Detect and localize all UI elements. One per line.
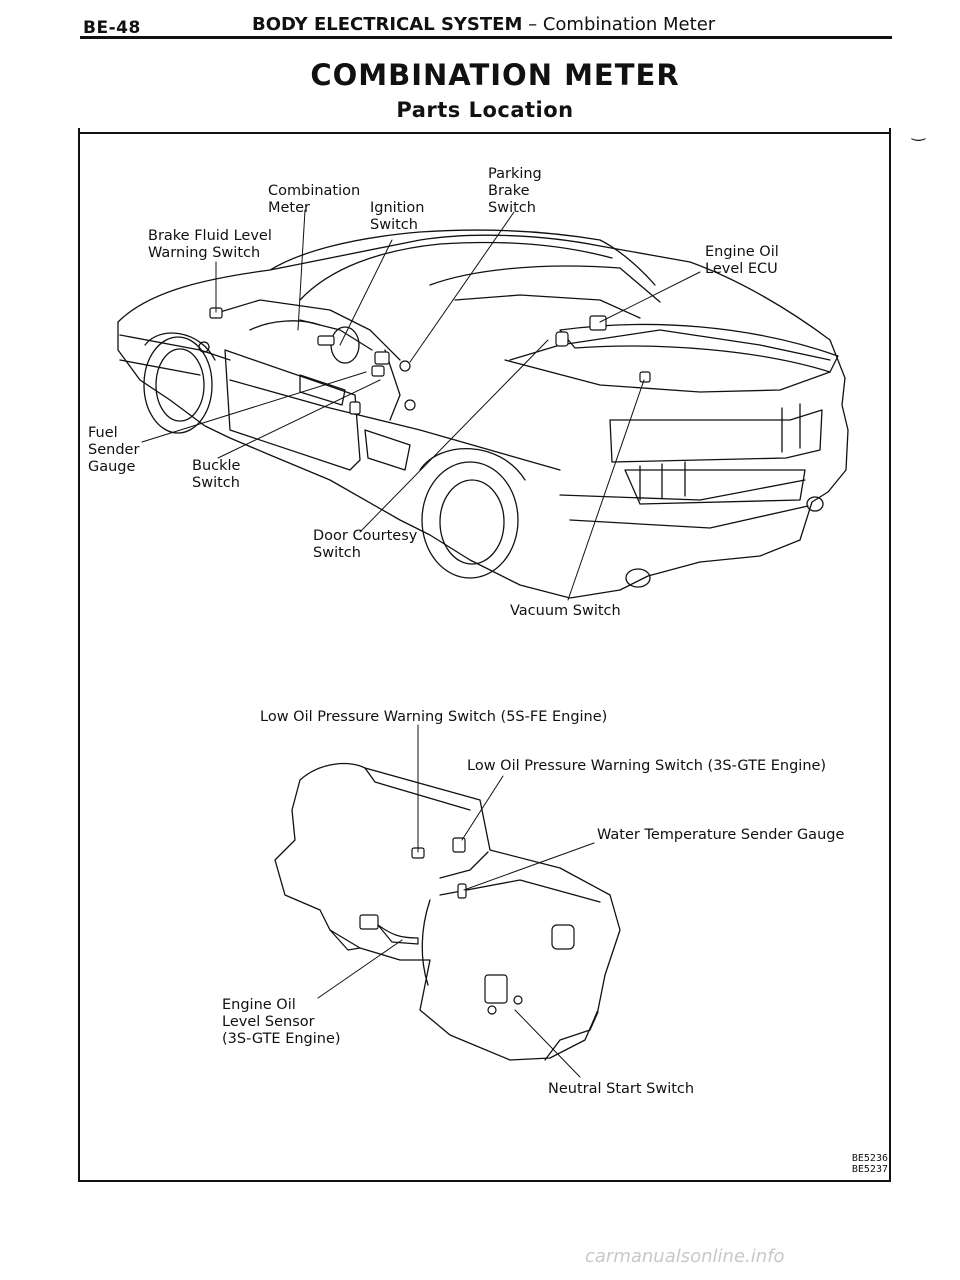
label-door-courtesy-switch: Door Courtesy Switch bbox=[313, 528, 418, 561]
car-components bbox=[209, 307, 651, 415]
header-separator: – bbox=[522, 14, 543, 35]
label-ignition-switch: Ignition Switch bbox=[370, 200, 425, 233]
engine-illustration bbox=[274, 762, 621, 1061]
figure-codes: BE5236 BE5237 bbox=[851, 1153, 888, 1175]
margin-mark: ‿ bbox=[912, 122, 925, 141]
label-neutral-start-switch: Neutral Start Switch bbox=[548, 1081, 695, 1097]
page-title: COMBINATION METER bbox=[310, 58, 680, 92]
label-low-oil-pressure-3sgte: Low Oil Pressure Warning Switch (3S-GTE … bbox=[467, 758, 827, 774]
figure-frame-top bbox=[78, 132, 891, 134]
car-leader-lines bbox=[141, 209, 701, 601]
page-number: BE-48 bbox=[83, 18, 141, 38]
engine-leader-lines bbox=[317, 724, 595, 1078]
car-illustration bbox=[117, 229, 849, 599]
label-low-oil-pressure-5sfe: Low Oil Pressure Warning Switch (5S-FE E… bbox=[260, 709, 608, 725]
label-engine-oil-level-ecu: Engine Oil Level ECU bbox=[705, 244, 779, 277]
label-engine-oil-level-sensor: Engine Oil Level Sensor (3S-GTE Engine) bbox=[222, 997, 341, 1047]
figure-frame bbox=[78, 128, 891, 1182]
label-buckle-switch: Buckle Switch bbox=[192, 458, 241, 491]
subsection-title: Combination Meter bbox=[542, 14, 716, 35]
header-rule bbox=[80, 36, 892, 39]
label-parking-brake-switch: Parking Brake Switch bbox=[488, 166, 542, 216]
label-combination-meter: Combination Meter bbox=[268, 183, 361, 216]
label-water-temperature-sender-gauge: Water Temperature Sender Gauge bbox=[597, 827, 845, 843]
label-vacuum-switch: Vacuum Switch bbox=[510, 603, 621, 619]
section-title: BODY ELECTRICAL SYSTEM bbox=[252, 14, 523, 35]
running-header: BODY ELECTRICAL SYSTEM – Combination Met… bbox=[252, 14, 715, 35]
watermark: carmanualsonline.info bbox=[585, 1246, 785, 1267]
page-subtitle: Parts Location bbox=[396, 98, 574, 122]
label-fuel-sender-gauge: Fuel Sender Gauge bbox=[88, 425, 140, 475]
label-brake-fluid-level-warning-switch: Brake Fluid Level Warning Switch bbox=[148, 228, 272, 261]
